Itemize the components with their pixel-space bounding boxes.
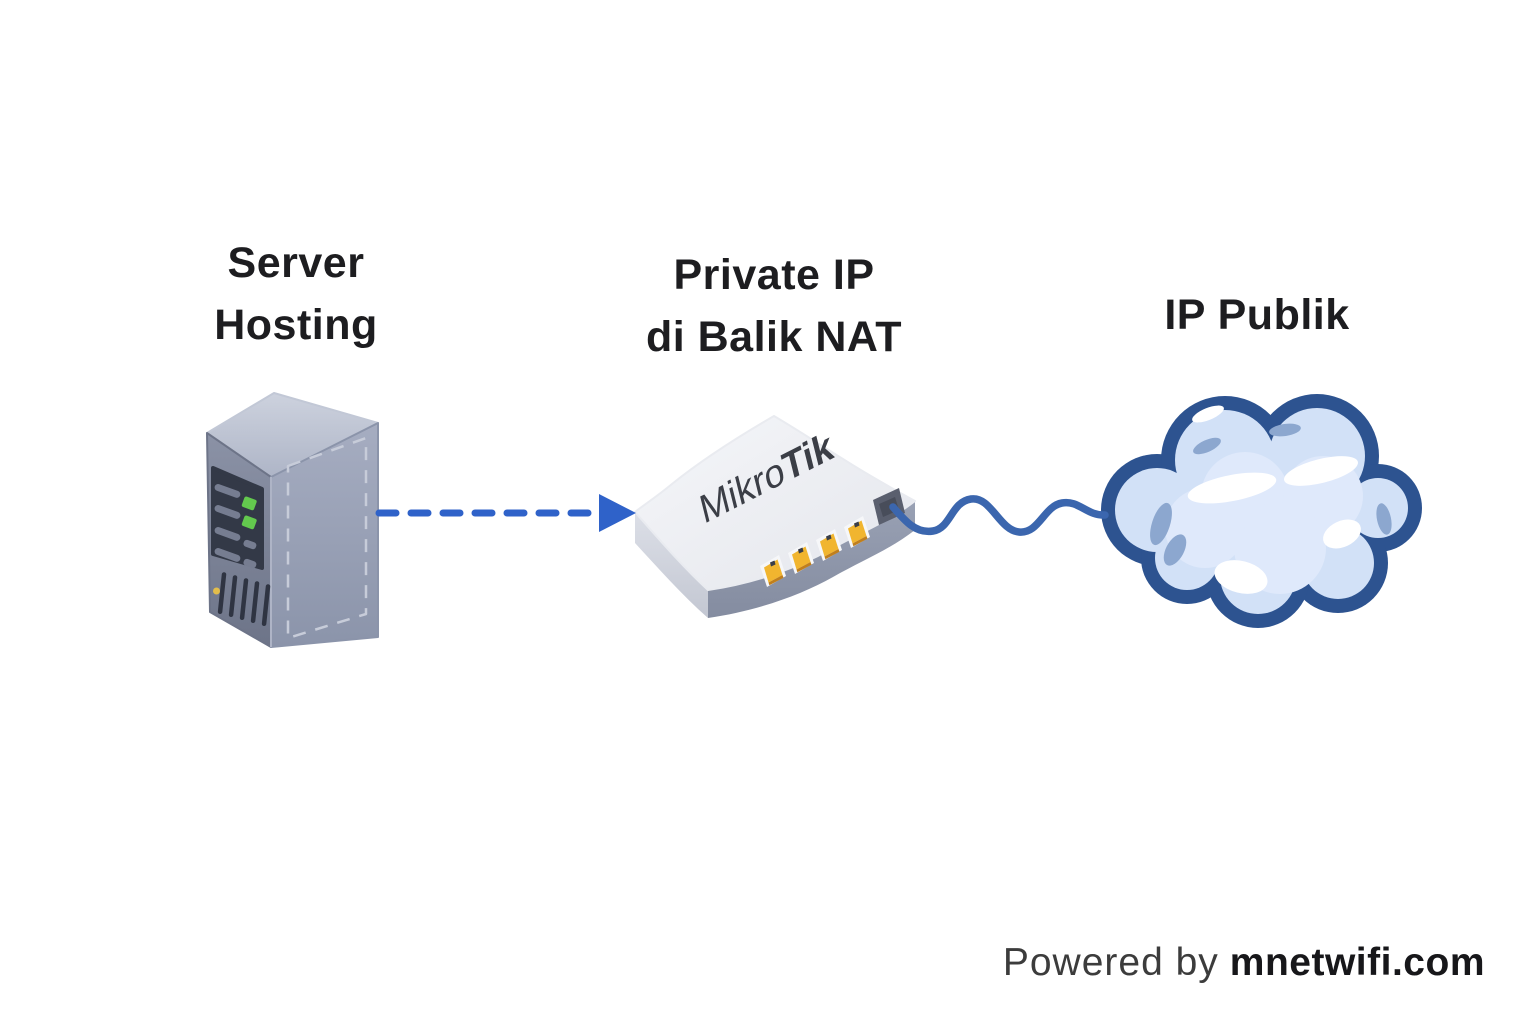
- mikrotik-router-icon: [634, 415, 916, 618]
- footer-prefix: Powered by: [1002, 941, 1219, 984]
- cloud-shadows: [1150, 423, 1392, 566]
- server-drive-slots: [214, 483, 257, 569]
- cloud-highlights: [1187, 405, 1361, 594]
- server-node-label: Server Hosting: [146, 232, 446, 356]
- router-left-face: [635, 512, 708, 618]
- server-vents: [217, 572, 271, 627]
- server-status-leds: [241, 496, 257, 530]
- router-top-face: [634, 415, 916, 591]
- cloud-node-label: IP Publik: [1107, 284, 1407, 346]
- cloud-icon: [1101, 394, 1422, 628]
- router-label-line2: di Balik NAT: [645, 313, 903, 361]
- router-label-line1: Private IP: [673, 251, 875, 299]
- server-label-line2: Hosting: [214, 301, 378, 349]
- footer-brand: mnetwifi.com: [1229, 941, 1485, 984]
- cloud-label-text: IP Publik: [1164, 291, 1350, 339]
- server-side-panel-outline: [286, 436, 368, 640]
- server-power-led: [213, 587, 220, 595]
- server-label-line1: Server: [227, 239, 365, 287]
- server-tower-icon: [206, 392, 379, 648]
- router-node-label: Private IP di Balik NAT: [604, 244, 944, 368]
